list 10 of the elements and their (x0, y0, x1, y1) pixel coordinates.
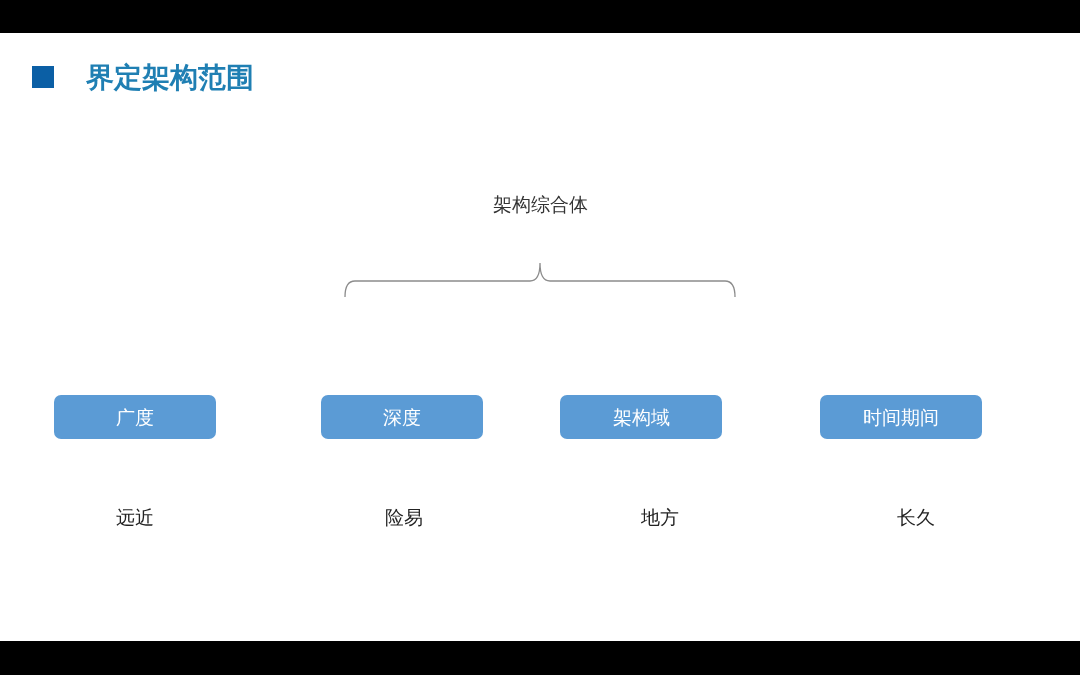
description-text: 远近 (116, 505, 154, 530)
description-text: 地方 (641, 505, 679, 530)
description-text: 长久 (897, 505, 935, 530)
category-box: 广度 (54, 395, 216, 439)
category-box: 深度 (321, 395, 483, 439)
description-text: 险易 (385, 505, 423, 530)
category-box: 架构域 (560, 395, 722, 439)
slide-title: 界定架构范围 (86, 60, 254, 96)
category-box: 时间期间 (820, 395, 982, 439)
group-heading: 架构综合体 (492, 192, 588, 217)
